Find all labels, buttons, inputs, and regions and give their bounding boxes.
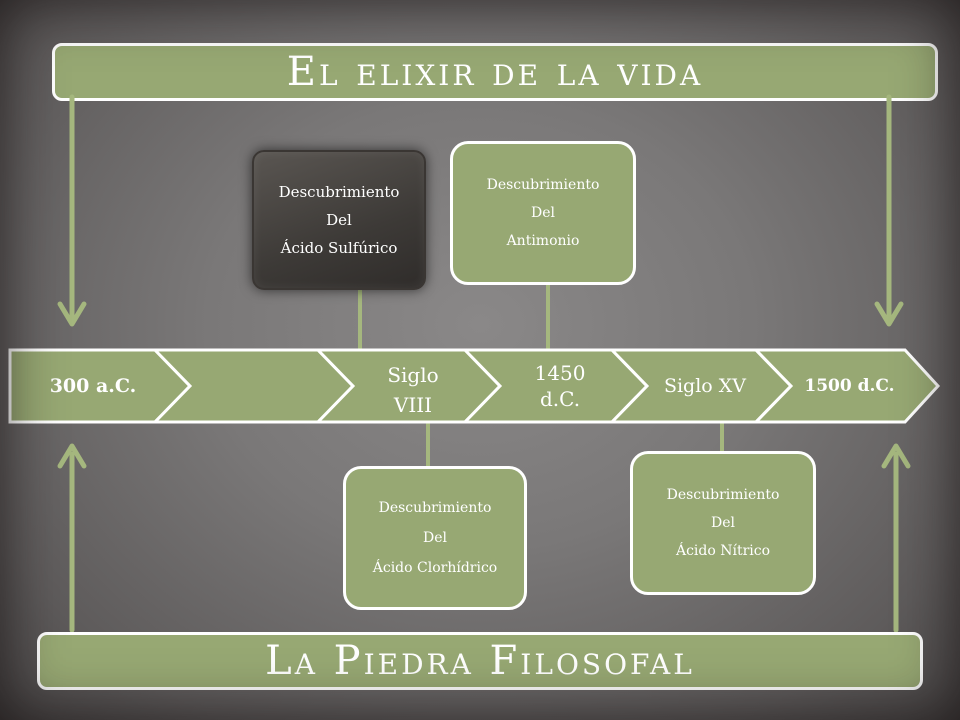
discovery-sulfurico-line2: Del: [326, 211, 352, 229]
arrow-top-right-head: [874, 301, 904, 327]
stage-3-label: Siglo VIII: [387, 363, 439, 417]
arrow-bottom-left-head: [57, 443, 87, 469]
discovery-antimonio-line3: Antimonio: [506, 233, 580, 249]
title-top: El elixir de la vida: [286, 49, 704, 95]
discovery-nitrico-line2: Del: [711, 515, 735, 531]
discovery-box-sulfurico: Descubrimiento Del Ácido Sulfúrico: [252, 150, 426, 290]
discovery-sulfurico-line1: Descubrimiento: [278, 183, 400, 201]
discovery-antimonio-line2: Del: [531, 205, 555, 221]
discovery-clorhidrico-line2: Del: [423, 530, 447, 546]
stage-1-label: 300 a.C.: [49, 375, 137, 397]
title-bottom: La Piedra Filosofal: [265, 638, 695, 684]
stage-2-label: [195, 355, 315, 417]
discovery-nitrico-line3: Ácido Nítrico: [675, 543, 771, 559]
stage-6-label: 1500 d.C.: [804, 376, 895, 396]
stage-4-label: 1450 d.C.: [534, 361, 586, 411]
discovery-box-clorhidrico: Descubrimiento Del Ácido Clorhídrico: [343, 466, 527, 610]
discovery-antimonio-line1: Descubrimiento: [486, 177, 600, 193]
arrow-bottom-right-head: [881, 443, 911, 469]
discovery-nitrico-line1: Descubrimiento: [666, 487, 780, 503]
title-banner-bottom: La Piedra Filosofal: [37, 632, 923, 690]
title-banner-top: El elixir de la vida: [52, 43, 938, 101]
discovery-sulfurico-line3: Ácido Sulfúrico: [280, 239, 398, 257]
discovery-clorhidrico-line1: Descubrimiento: [378, 500, 492, 516]
discovery-box-antimonio: Descubrimiento Del Antimonio: [450, 141, 636, 285]
discovery-box-nitrico: Descubrimiento Del Ácido Nítrico: [630, 451, 816, 595]
discovery-clorhidrico-line3: Ácido Clorhídrico: [372, 560, 498, 576]
stage-5-label: Siglo XV: [663, 375, 747, 397]
chevron-6: [752, 348, 941, 424]
arrow-top-left-head: [57, 301, 87, 327]
